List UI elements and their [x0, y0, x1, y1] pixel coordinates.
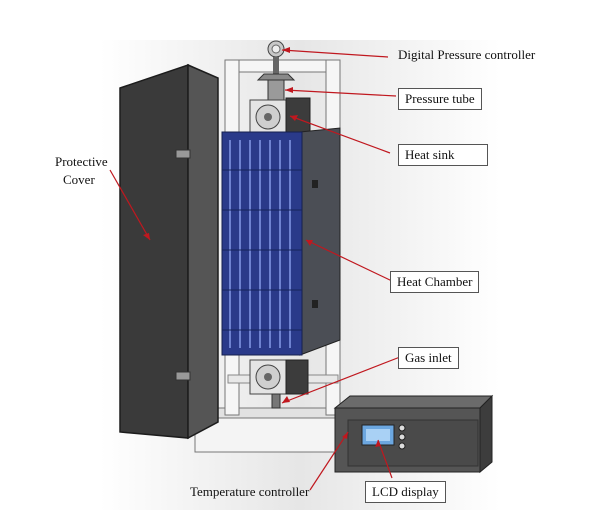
controller-side: [479, 394, 493, 474]
protective-cover-front: [119, 63, 189, 439]
label-heat-chamber: Heat Chamber: [390, 271, 480, 293]
controller-knob-icon: [398, 442, 406, 450]
heat-chamber-side: [299, 127, 341, 356]
label-heat-sink: Heat sink: [398, 144, 488, 166]
controller-top: [333, 395, 494, 409]
label-protective-cover-line2: Cover: [63, 172, 95, 187]
protective-cover-edge: [187, 63, 219, 440]
label-gas-inlet: Gas inlet: [398, 347, 459, 369]
pressure-tube: [267, 79, 285, 103]
label-protective-cover-line1: Protective: [55, 154, 108, 169]
pressure-gauge-stem: [273, 57, 279, 75]
controller-knob-icon: [398, 424, 406, 432]
heat-chamber-ridges: [222, 169, 302, 331]
label-pressure-tube: Pressure tube: [398, 88, 482, 110]
chamber-latch-top: [312, 180, 318, 188]
cover-hinge-bottom: [175, 371, 191, 381]
chamber-latch-bottom: [312, 300, 318, 308]
controller-knob-icon: [398, 433, 406, 441]
heat-chamber: [221, 131, 303, 356]
leader-lines: [109, 49, 401, 491]
top-heat-sink-side: [285, 97, 311, 135]
pressure-tube-cap: [256, 73, 296, 81]
leader-arrowheads: [143, 47, 381, 447]
label-digital-pressure-controller: Digital Pressure controller: [398, 47, 536, 62]
gas-inlet-pipe: [271, 393, 281, 409]
frame-top: [224, 59, 341, 73]
label-temperature-controller: Temperature controller: [190, 484, 310, 499]
label-lcd-display: LCD display: [365, 481, 446, 503]
cover-hinge-top: [175, 149, 191, 159]
heat-chamber-fins: [229, 140, 291, 348]
